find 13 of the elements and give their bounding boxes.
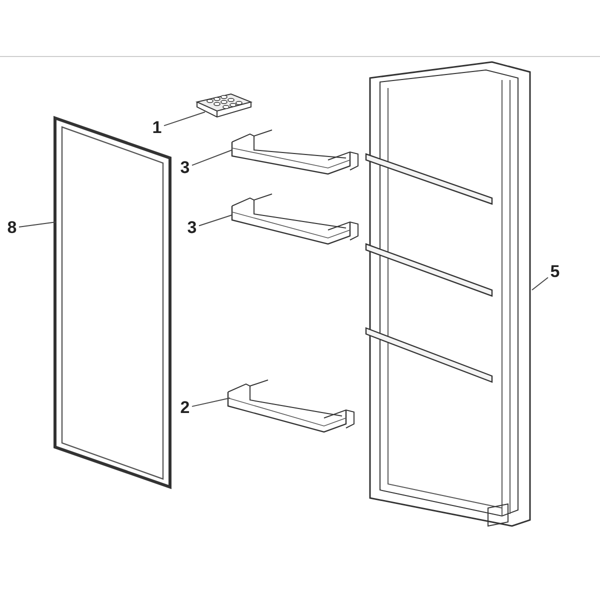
leader-line xyxy=(192,398,230,407)
callout-number: 3 xyxy=(185,218,199,238)
leader-line xyxy=(164,112,206,126)
callout-number: 5 xyxy=(548,262,562,282)
leader-line xyxy=(198,214,232,226)
callout-number: 8 xyxy=(5,218,19,238)
leader-line xyxy=(192,150,232,166)
leader-line xyxy=(18,222,56,228)
callout-number: 1 xyxy=(150,118,164,138)
callout-number: 2 xyxy=(178,398,192,418)
egg-tray-drawing xyxy=(195,93,253,119)
callout-number: 3 xyxy=(178,158,192,178)
leader-line xyxy=(532,276,548,290)
